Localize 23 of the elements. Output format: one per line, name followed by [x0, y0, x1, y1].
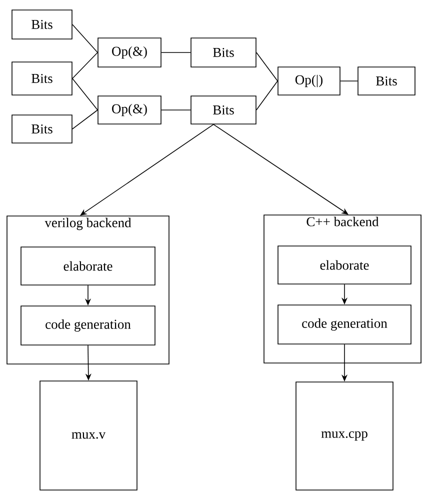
connector-line — [256, 52, 278, 82]
connector-line — [72, 78, 98, 110]
process-box: Bits — [190, 96, 256, 124]
process-box: mux.v — [40, 380, 138, 490]
connector-line — [72, 110, 98, 130]
process-box: Op(&) — [98, 38, 162, 68]
process-box: Bits — [12, 62, 72, 96]
process-box: Bits — [12, 114, 72, 144]
process-box: mux.cpp — [296, 382, 394, 490]
process-box: code generation — [278, 304, 412, 344]
process-box: code generation — [20, 306, 156, 346]
connector-line — [340, 80, 358, 82]
process-box: elaborate — [20, 246, 156, 286]
process-box: Bits — [358, 66, 416, 96]
process-box: Bits — [12, 10, 72, 40]
process-box: Op(&) — [98, 96, 162, 124]
process-box: elaborate — [278, 246, 412, 284]
connector-line — [161, 52, 191, 53]
process-box: Bits — [190, 38, 256, 68]
connector-line — [256, 80, 278, 110]
connector-line — [72, 52, 98, 79]
connector-line — [72, 24, 98, 53]
process-box: Op(|) — [278, 66, 340, 96]
